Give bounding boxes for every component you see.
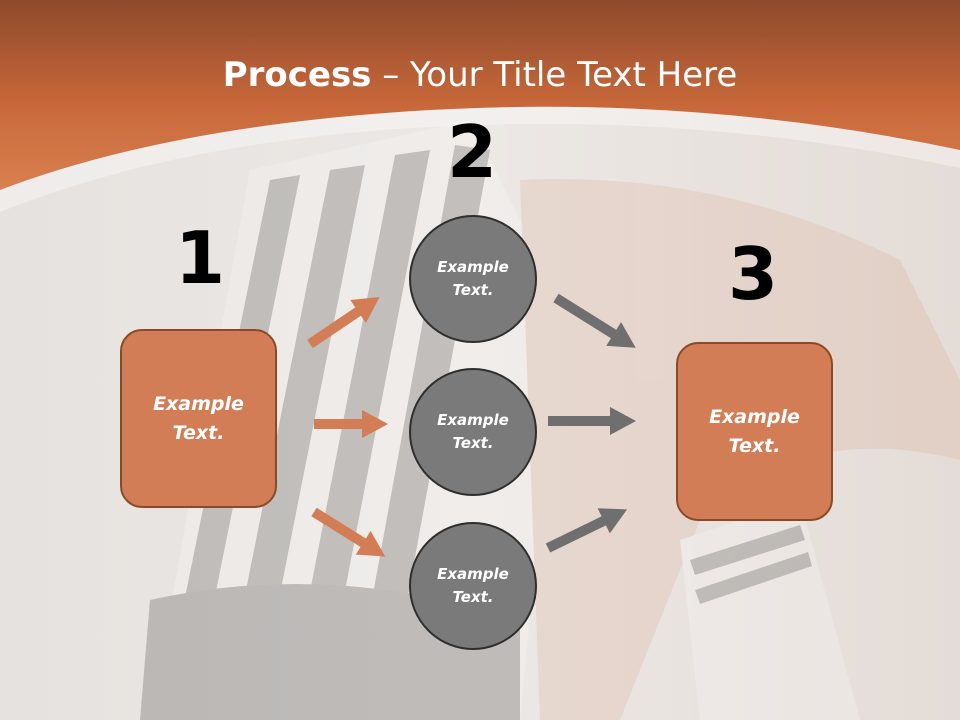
circle-top-text: Example Text. <box>437 258 509 299</box>
left-arrows <box>307 297 388 557</box>
step-3-box: Example Text. <box>676 342 833 521</box>
arrow-gray-right <box>548 407 636 435</box>
right-arrows <box>545 293 636 553</box>
circle-middle-text: Example Text. <box>437 411 509 452</box>
title-rest: – Your Title Text Here <box>371 55 738 95</box>
slide-title: Process – Your Title Text Here <box>0 52 960 98</box>
arrow-gray-up-right <box>545 508 628 553</box>
step-1-box-text: Example Text. <box>153 392 244 444</box>
step-3-box-text: Example Text. <box>709 405 800 457</box>
arrow-gray-down-right <box>553 293 636 348</box>
step-2-circle-top: Example Text. <box>409 215 537 343</box>
step-1-box: Example Text. <box>120 329 277 508</box>
arrow-right-left <box>314 410 388 438</box>
circle-bottom-text: Example Text. <box>437 565 509 606</box>
step-number-2: 2 <box>446 110 498 194</box>
step-number-1: 1 <box>174 216 226 300</box>
arrow-up-right <box>307 297 380 349</box>
step-2-circle-bottom: Example Text. <box>409 522 537 650</box>
step-2-circle-middle: Example Text. <box>409 368 537 496</box>
title-bold: Process <box>222 55 372 95</box>
arrow-down-right <box>311 507 386 557</box>
step-number-3: 3 <box>727 232 779 316</box>
